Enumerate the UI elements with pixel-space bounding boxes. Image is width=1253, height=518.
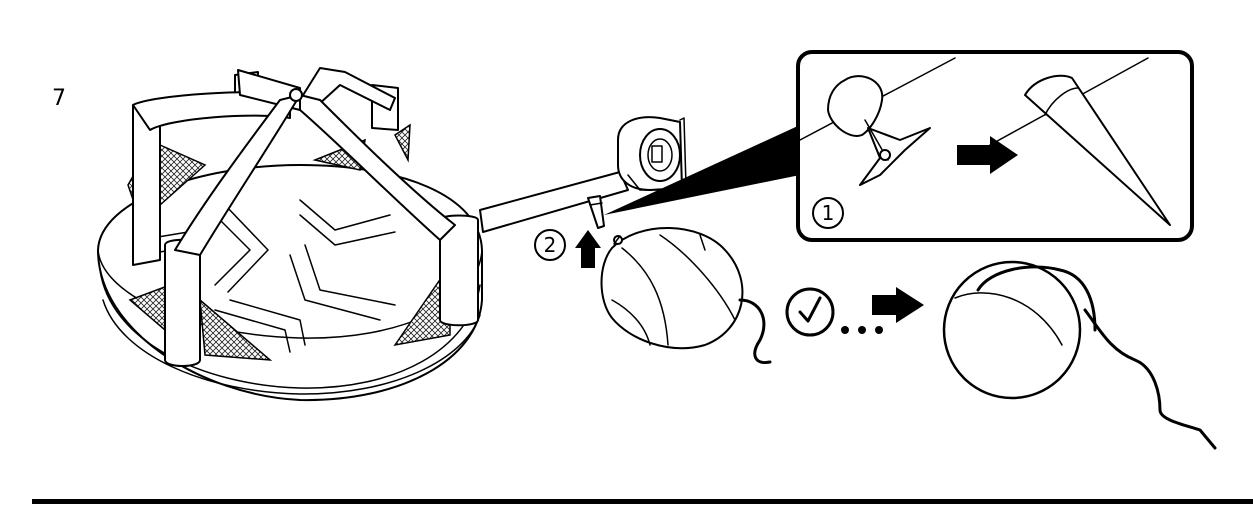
svg-text:1: 1 xyxy=(822,201,835,225)
up-arrow-icon xyxy=(575,230,601,268)
cone-nozzle xyxy=(1024,74,1171,226)
step-number: 7 xyxy=(52,86,66,111)
detail-box: 1 xyxy=(796,50,1194,242)
zoom-indicator xyxy=(604,125,800,215)
hose xyxy=(479,171,629,233)
pump-nozzle xyxy=(587,195,605,229)
right-arrow-icon xyxy=(872,287,924,323)
waiting-dots xyxy=(841,326,883,334)
deflated-ball xyxy=(600,227,772,365)
callout-two: 2 xyxy=(534,229,566,261)
propeller-nozzle xyxy=(827,75,931,186)
svg-text:2: 2 xyxy=(544,233,557,257)
footer-divider xyxy=(32,499,1253,504)
inflated-ball xyxy=(942,260,1217,450)
right-arrow-icon xyxy=(957,136,1018,174)
callout-one: 1 xyxy=(812,197,844,229)
electric-blower xyxy=(617,116,687,191)
clock-icon xyxy=(785,287,835,337)
inflatable-carousel xyxy=(97,67,483,402)
